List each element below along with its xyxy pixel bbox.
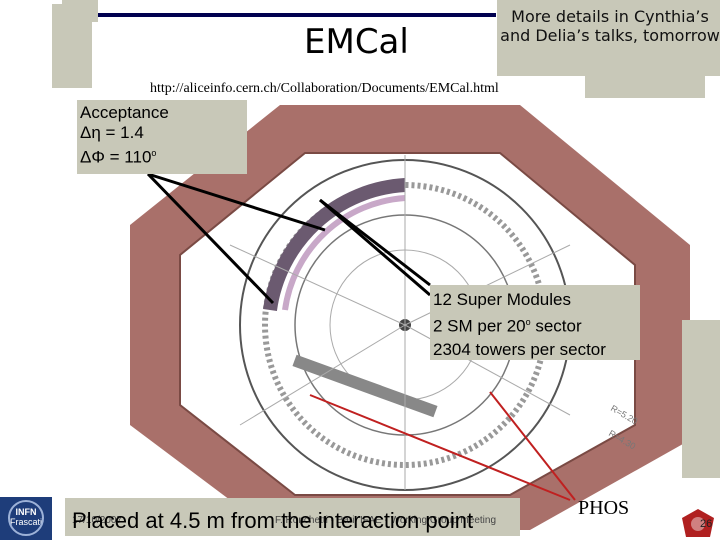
phos-module: [292, 354, 438, 418]
phos-label: PHOS: [578, 497, 630, 519]
logo-ring-icon: [8, 500, 44, 536]
supermodule-box: [430, 285, 640, 360]
callout-line: [146, 172, 275, 305]
header-rule: [98, 13, 496, 17]
footer-box: [65, 498, 520, 536]
placement-note: Placed at 4.5 m from the interaction poi…: [72, 508, 474, 533]
emcal-arc: [263, 178, 406, 311]
footer-date: 17/10/2007: [72, 515, 123, 526]
callout-line: [319, 198, 431, 297]
detector-diagram: R=5.20 R=4.30: [130, 105, 690, 530]
reference-url[interactable]: http://aliceinfo.cern.ch/Collaboration/D…: [150, 81, 499, 96]
page-badge-icon: [682, 509, 714, 537]
acceptance-box: [77, 100, 247, 174]
supermodule-text: 12 Super Modules 2 SM per 20o sector 230…: [433, 290, 606, 359]
callout-line: [147, 172, 326, 232]
phos-arrow: [489, 391, 576, 501]
acceptance-text: Acceptance Δη = 1.4 ΔΦ = 110o: [80, 103, 169, 167]
note-text: More details in Cynthia’s and Delia’s ta…: [500, 7, 720, 45]
slide-title: EMCal: [304, 22, 409, 62]
page-number: 26: [700, 518, 713, 530]
phos-arrow: [309, 394, 571, 501]
emcal-arc-inner: [282, 195, 406, 311]
footer-author: F. Ronchetti - Bari, IFAE - Working Grou…: [275, 515, 497, 526]
decor-bar: [585, 76, 705, 98]
note-box: [497, 0, 720, 76]
decor-bar: [52, 4, 92, 88]
decor-bar: [682, 320, 720, 478]
